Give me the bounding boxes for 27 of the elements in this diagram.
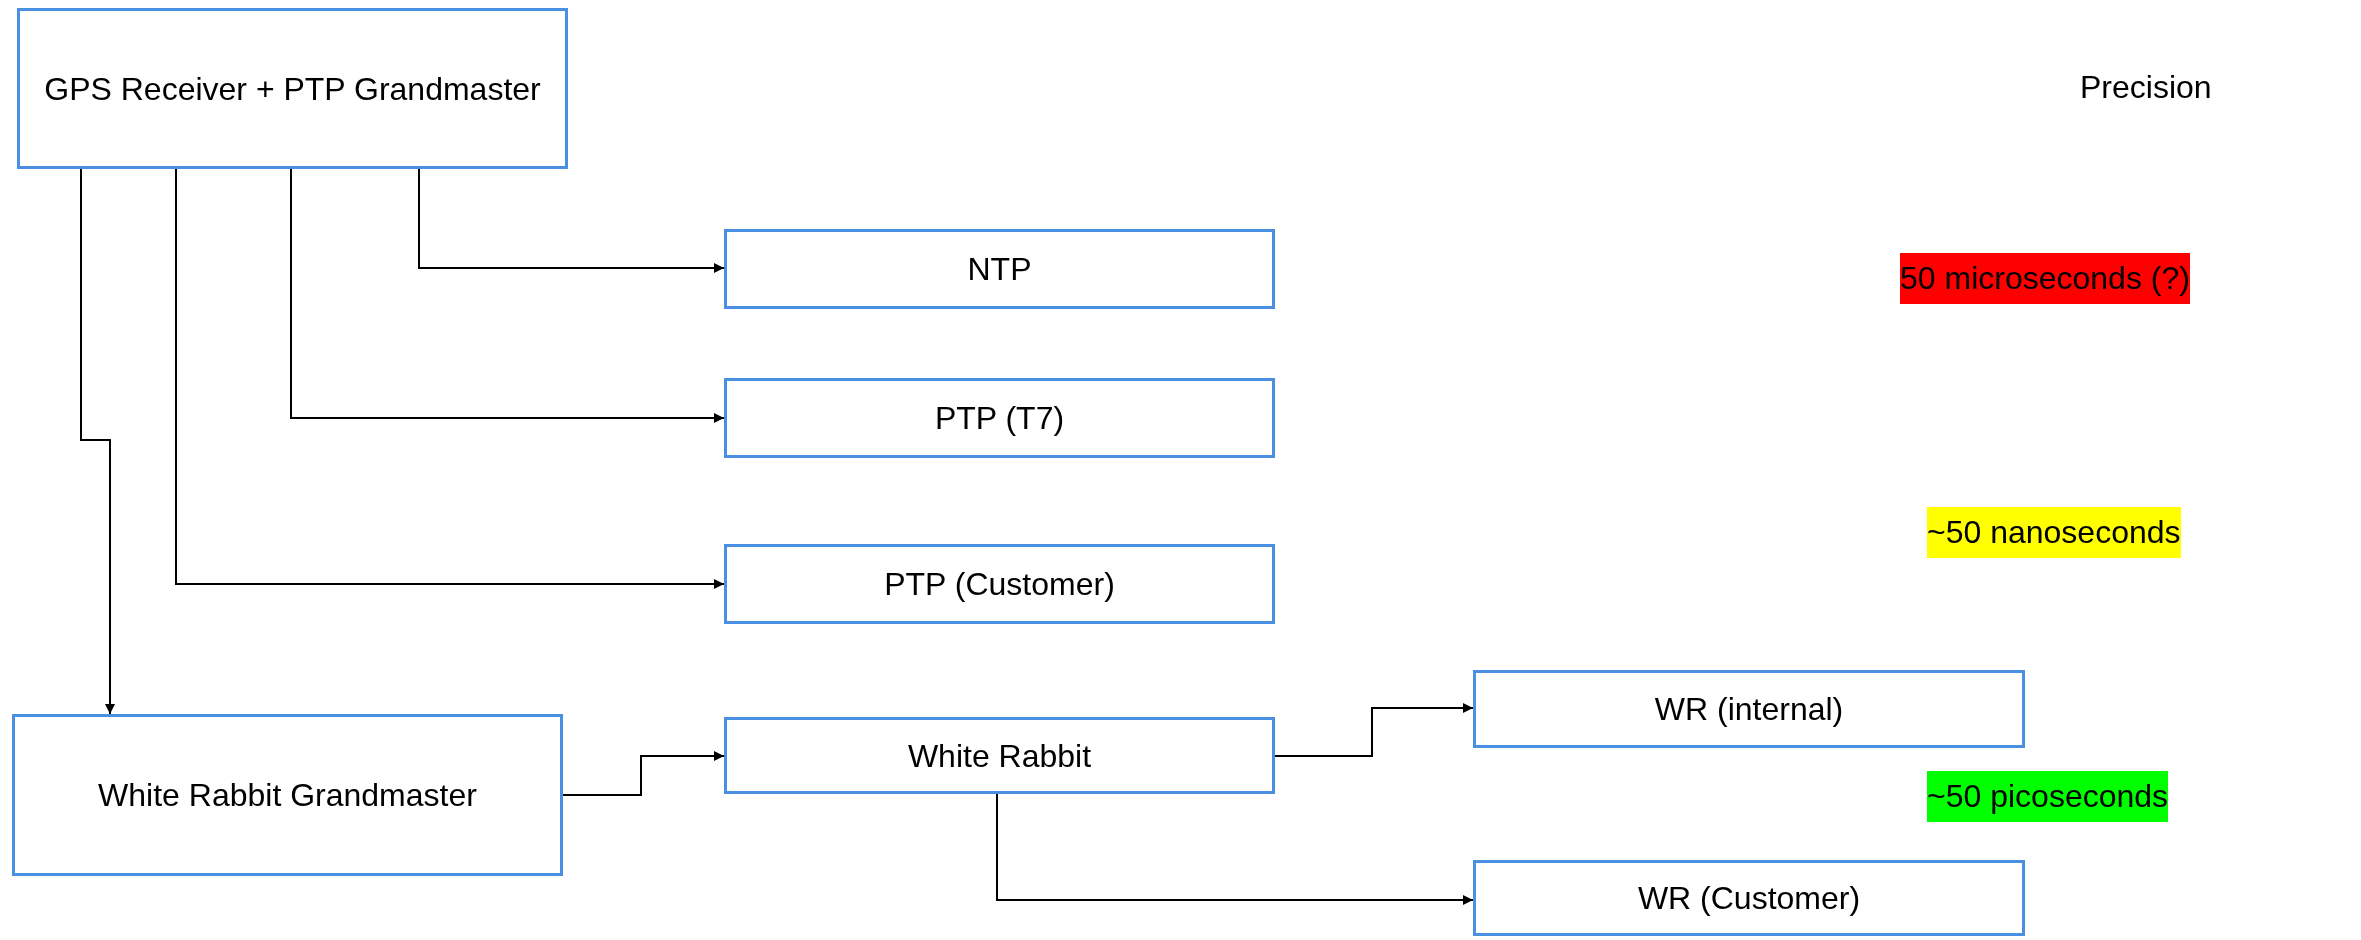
process-box [724, 229, 1275, 309]
arrow [1274, 703, 1474, 757]
process-box [17, 8, 568, 169]
precision-label: ~50 picoseconds [1927, 771, 2169, 823]
process-box [1473, 670, 2025, 748]
box-label: WR (Customer) [1637, 879, 1861, 918]
arrow [290, 168, 725, 423]
box-label: White Rabbit [907, 736, 1092, 776]
arrow [418, 168, 725, 273]
column-heading: Precision [2080, 68, 2212, 107]
arrow [80, 168, 115, 715]
box-label: GPS Receiver + PTP Grandmaster [44, 69, 541, 109]
box-label: White Rabbit Grandmaster [98, 776, 477, 815]
process-box [724, 544, 1275, 624]
process-box [724, 717, 1275, 794]
precision-label: ~50 nanoseconds [1927, 507, 2181, 559]
box-label: WR (internal) [1654, 690, 1844, 729]
precision-label: 50 microseconds (?) [1900, 253, 2190, 305]
arrow [562, 751, 725, 796]
process-box [1473, 860, 2025, 936]
process-box [12, 714, 563, 876]
arrow [996, 793, 1474, 905]
box-label: PTP (T7) [934, 399, 1065, 438]
box-label: PTP (Customer) [884, 565, 1115, 604]
process-box [724, 378, 1275, 458]
arrow [175, 168, 725, 589]
box-label: NTP [967, 250, 1032, 289]
